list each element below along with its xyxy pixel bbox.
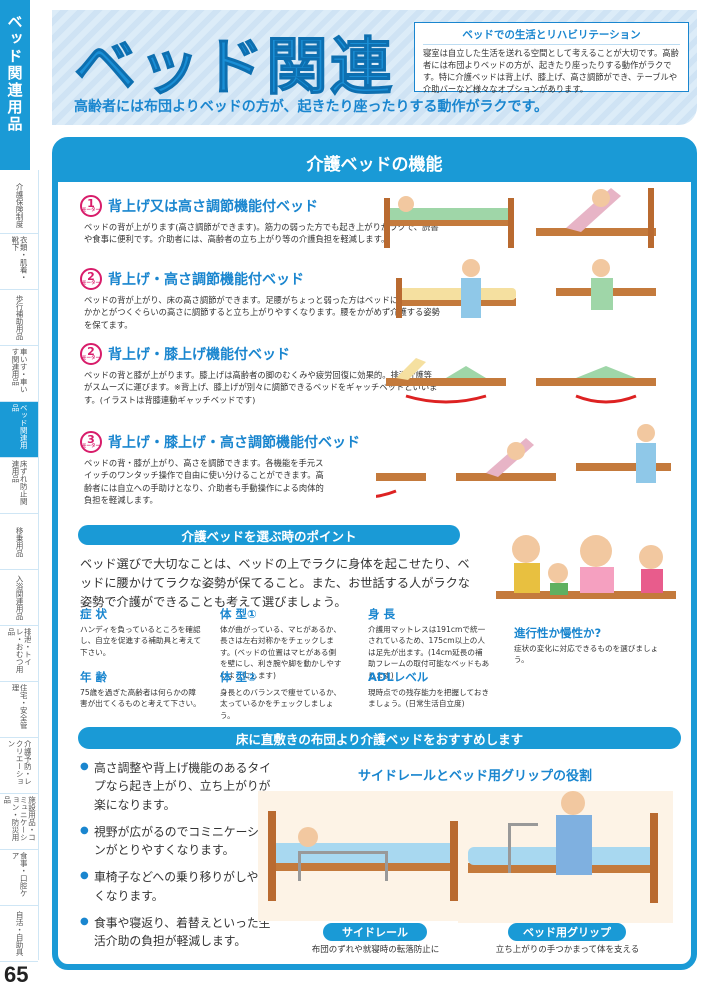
sidebar-tab-bed-products[interactable]: ベッド関連用品 xyxy=(0,402,38,458)
points-intro: ベッド選びで大切なことは、ベッドの上でラクに身体を起こせたり、ベッドに腰かけてラ… xyxy=(80,557,470,609)
recommend-heading: 床に直敷きの布団より介護ベッドをおすすめします xyxy=(78,727,681,749)
page-subtitle: 高齢者には布団よりベッドの方が、起きたり座ったりする動作がラクです。 xyxy=(74,99,549,115)
point-age: 年 齢 75歳を過ぎた高齢者は何らかの障害が出てくるものと考えて下さい。 xyxy=(80,670,201,709)
sidebar-tab-transfer[interactable]: 移乗用品 xyxy=(0,514,38,570)
points-heading: 介護ベッドを選ぶ時のポイント xyxy=(78,525,460,545)
family-illustration xyxy=(496,535,676,599)
sidebar-tab-prevention[interactable]: 介護予防・レクリエーション xyxy=(0,738,38,794)
sidebar-tab-walking-aids[interactable]: 歩行補助用品 xyxy=(0,290,38,346)
list-item: 高さ調整や背上げ機能のあるタイプなら起き上がり、立ち上がりが楽になります。 xyxy=(80,759,280,814)
main-section-title: 介護ベッドの機能 xyxy=(57,142,692,182)
bed-grip-label: ベッド用グリップ xyxy=(508,923,626,941)
bed-knee-raised-icon xyxy=(386,358,656,404)
bed-flat-icon xyxy=(384,196,514,248)
sidebar-category: ベッド関連用品 xyxy=(0,0,30,170)
list-item: 視野が広がるのでコミニケーションがとりやすくなります。 xyxy=(80,823,280,860)
benefits-list: 高さ調整や背上げ機能のあるタイプなら起き上がり、立ち上がりが楽になります。 視野… xyxy=(80,759,280,960)
bed-grip-illustration xyxy=(458,791,673,923)
bed-height-icon xyxy=(396,259,656,318)
point-adl-level: ADLレベル 現時点での残存能力を把握しておきましょう。(日常生活自立度) xyxy=(368,670,490,709)
rail-grip-subtitle: サイドレールとベッド用グリップの役割 xyxy=(358,769,593,784)
sidebar-tab-bathing[interactable]: 入浴関連用品 xyxy=(0,570,38,626)
header-note-box: ベッドでの生活とリハビリテーション 寝室は自立した生活を送れる空間として考えるこ… xyxy=(414,22,689,95)
feature-body: ベッドの背が上がり、床の高さ調節ができます。足腰がちょっと弱った方はベッドに腰掛… xyxy=(84,295,440,330)
list-item: 食事や寝返り、着替えといった生活介助の負担が軽減します。 xyxy=(80,914,280,951)
sidebar-tab-clothing[interactable]: 衣類・肌着・靴下 xyxy=(0,234,38,290)
sidebar-tab-wheelchairs[interactable]: 車いす・車いす関連用品 xyxy=(0,346,38,402)
feature-body: ベッドの背・膝が上がり、高さを調節できます。各機能を手元スイッチのワンタッチ操作… xyxy=(84,458,324,506)
side-rail-caption: 布団のずれや就寝時の転落防止に xyxy=(311,945,440,955)
sidebar-divider xyxy=(38,170,39,960)
side-rail-illustration xyxy=(258,791,468,921)
point-symptom: 症 状 ハンディを負っているところを確認し、自立を促進する補助具と考えて下さい。 xyxy=(80,607,202,657)
point-body-type-2: 体 型② 身長とのバランスで痩せているか、太っているかをチェックしましょう。 xyxy=(220,670,342,720)
feature-body: ベッドの背と膝が上がります。膝上げは高齢者の脚のむくみや疲労回復に効果的。排泄介… xyxy=(84,370,438,405)
sidebar-tabs: 介護保険制度 衣類・肌着・靴下 歩行補助用品 車いす・車いす関連用品 ベッド関連… xyxy=(0,178,38,962)
feature-title: 背上げ・膝上げ・高さ調節機能付ベッド xyxy=(108,435,360,451)
header-note-body: 寝室は自立した生活を送れる空間として考えることが大切です。高齢者には布団よりベッ… xyxy=(423,48,679,95)
point-height: 身 長 介護用マットレスは191cmで統一されているため、175cm以上の人は足… xyxy=(368,607,490,680)
page-header: ベッド関連 高齢者には布団よりベッドの方が、起きたり座ったりする動作がラクです。… xyxy=(52,10,697,125)
point-body-type-1: 体 型① 体が曲がっている、マヒがあるか、長さは左右対称かをチェックします。(ベ… xyxy=(220,607,342,680)
feature-title: 背上げ又は高さ調節機能付ベッド xyxy=(108,199,318,215)
sidebar: ベッド関連用品 介護保険制度 衣類・肌着・靴下 歩行補助用品 車いす・車いす関連… xyxy=(0,0,44,1000)
bed-grip-caption: 立ち上がりの手つかまって体を支える xyxy=(495,945,640,955)
header-note-title: ベッドでの生活とリハビリテーション xyxy=(423,27,680,45)
side-rail-label: サイドレール xyxy=(323,923,427,941)
sidebar-tab-toilet[interactable]: 排泄・トイレ・おむつ用品 xyxy=(0,626,38,682)
sidebar-tab-care-insurance[interactable]: 介護保険制度 xyxy=(0,178,38,234)
sidebar-tab-meals[interactable]: 食事・口腔ケア xyxy=(0,850,38,906)
feature-title: 背上げ・膝上げ機能付ベッド xyxy=(108,347,290,363)
page-number: 65 xyxy=(4,962,29,987)
bed-illustrations xyxy=(376,188,671,498)
feature-body: ベッドの背が上がります(高さ調節ができます)。筋力の弱った方でも起き上がりがラク… xyxy=(84,222,439,245)
page-title: ベッド関連 xyxy=(73,30,395,104)
list-item: 車椅子などへの乗り移りがしやすくなります。 xyxy=(80,868,280,905)
sidebar-tab-facility[interactable]: 施設用品・コミュニケーション・防災用品 xyxy=(0,794,38,850)
sidebar-tab-bedsore[interactable]: 床ずれ防止関連用品 xyxy=(0,458,38,514)
sidebar-tab-self-help[interactable]: 自活・自助具 xyxy=(0,906,38,962)
point-progressive: 進行性か慢性か? 症状の変化に対応できるものを選びましょう。 xyxy=(514,626,659,665)
sidebar-tab-housing[interactable]: 住宅・安全管理 xyxy=(0,682,38,738)
bed-back-raised-icon xyxy=(536,188,656,248)
bed-3motor-icon xyxy=(376,424,671,498)
feature-title: 背上げ・高さ調節機能付ベッド xyxy=(108,272,304,288)
